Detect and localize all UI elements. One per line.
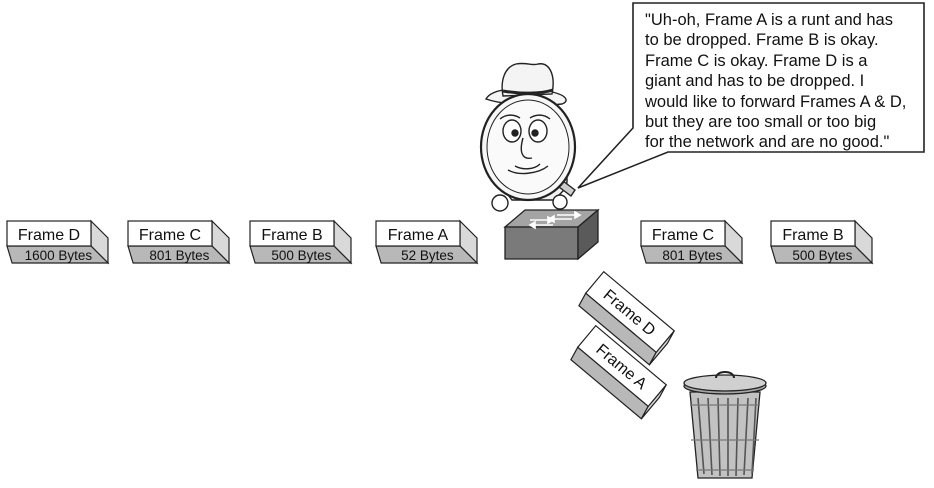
dropped-frame-box: Frame D [578,270,676,366]
frame-label: Frame D [18,227,80,244]
frame-size: 500 Bytes [271,248,331,263]
speech-bubble [577,2,925,189]
switch-arrows-icon [528,210,582,230]
speech-bubble-text: "Uh-oh, Frame A is a runt and has to be … [645,10,925,153]
inspector-character [479,62,577,212]
speech-line: giant and has to be dropped. I [645,72,865,91]
frame-label: Frame B [261,227,322,244]
forwarded-frames: Frame C 801 Bytes Frame B 500 Bytes [640,219,874,265]
frame-box: Frame D 1600 Bytes [6,219,110,265]
frame-size: 801 Bytes [662,248,722,263]
speech-line: but they are too small or too big [645,113,877,132]
frame-size: 500 Bytes [792,248,852,263]
frame-box: Frame A 52 Bytes [375,219,479,265]
dropped-frame-box: Frame A [570,324,668,420]
frame-label: Frame C [652,227,714,244]
speech-line: "Uh-oh, Frame A is a runt and has [645,11,893,29]
speech-line: to be dropped. Frame B is okay. [645,31,879,50]
frame-box: Frame B 500 Bytes [770,219,874,265]
trash-can-icon [683,371,767,479]
frame-box: Frame C 801 Bytes [640,219,744,265]
frame-label: Frame A [388,227,449,244]
incoming-frames: Frame D 1600 Bytes Frame C 801 Bytes Frame B… [6,219,479,265]
frame-size: 52 Bytes [401,248,454,263]
speech-line: would like to forward Frames A & D, [645,92,907,111]
frame-box: Frame C 801 Bytes [127,219,231,265]
frame-label: Frame B [782,227,843,244]
frame-size: 801 Bytes [149,248,209,263]
speech-line: for the network and are no good." [645,133,890,152]
network-switch [503,208,600,261]
frame-box: Frame B 500 Bytes [249,219,353,265]
frame-label: Frame C [139,227,201,244]
speech-line: Frame C is okay. Frame D is a [645,51,868,70]
frame-size: 1600 Bytes [25,248,93,263]
